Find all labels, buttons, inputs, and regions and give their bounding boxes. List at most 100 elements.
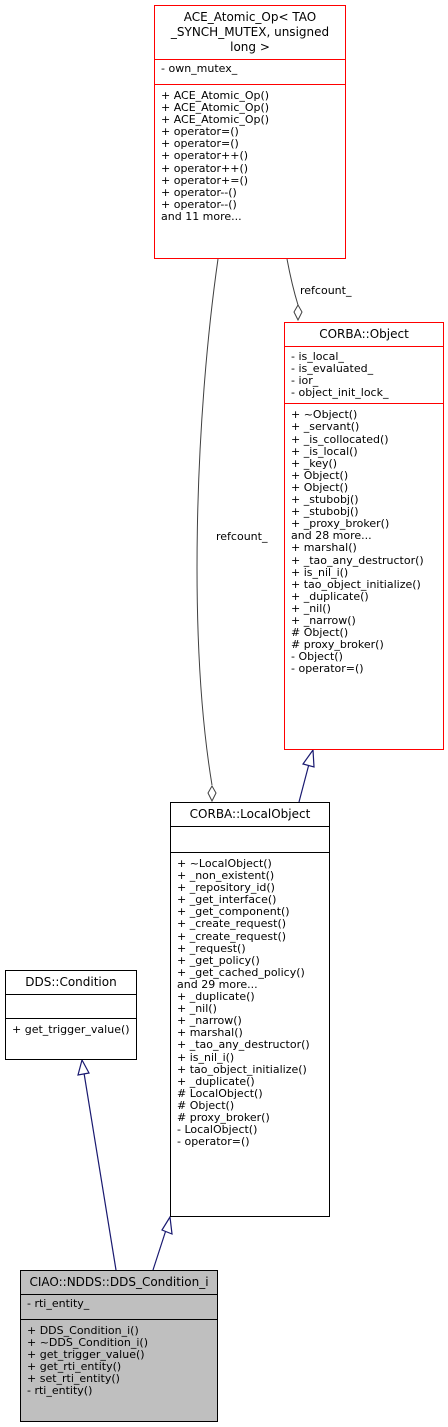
method: - operator=() bbox=[177, 1135, 250, 1149]
method: + _duplicate() bbox=[177, 1074, 255, 1088]
attributes-section: - is_local_ - is_evaluated_ - ior_ - obj… bbox=[285, 347, 443, 405]
method: + operator--() bbox=[161, 197, 237, 211]
method: + _duplicate() bbox=[177, 990, 255, 1004]
method: + ~LocalObject() bbox=[177, 857, 272, 870]
class-title: CORBA::Object bbox=[285, 323, 443, 347]
method: + ~DDS_Condition_i() bbox=[27, 1336, 148, 1350]
method-more: and 28 more... bbox=[291, 529, 372, 543]
class-title: CORBA::LocalObject bbox=[171, 803, 329, 827]
method: + get_trigger_value() bbox=[27, 1348, 145, 1362]
aggregation-edge-atomic-to-object bbox=[286, 258, 299, 306]
attribute: - ior_ bbox=[291, 374, 319, 388]
class-ace-atomic-op[interactable]: ACE_Atomic_Op< TAO _SYNCH_MUTEX, unsigne… bbox=[154, 5, 346, 259]
methods-section: + ACE_Atomic_Op() + ACE_Atomic_Op() + AC… bbox=[155, 85, 345, 226]
aggregation-edge-atomic-to-localobject bbox=[196, 258, 219, 786]
method: + _nil() bbox=[177, 1002, 217, 1016]
class-title-line: DDS::Condition bbox=[25, 975, 117, 989]
method: - Object() bbox=[291, 650, 343, 664]
class-title: CIAO::NDDS::DDS_Condition_i bbox=[21, 1271, 217, 1295]
method: + _get_interface() bbox=[177, 893, 277, 907]
class-title-line: long > bbox=[230, 40, 270, 54]
attribute: - object_init_lock_ bbox=[291, 386, 389, 400]
aggregation-diamond-localobject bbox=[207, 784, 217, 803]
method: + _create_request() bbox=[177, 929, 287, 943]
attributes-section bbox=[171, 827, 329, 853]
method: + _tao_any_destructor() bbox=[177, 1038, 310, 1052]
method: + _duplicate() bbox=[291, 589, 369, 603]
method: + ACE_Atomic_Op() bbox=[161, 89, 270, 102]
inheritance-edge-ciao-to-localobject bbox=[152, 1229, 167, 1271]
edge-label-refcount-localobject: refcount_ bbox=[216, 530, 268, 543]
method: + Object() bbox=[291, 468, 349, 482]
class-corba-object[interactable]: CORBA::Object - is_local_ - is_evaluated… bbox=[284, 322, 444, 750]
method: + operator++() bbox=[161, 149, 249, 163]
class-title: ACE_Atomic_Op< TAO _SYNCH_MUTEX, unsigne… bbox=[155, 6, 345, 60]
class-corba-local-object[interactable]: CORBA::LocalObject + ~LocalObject() + _n… bbox=[170, 802, 330, 1217]
attributes-section: - rti_entity_ bbox=[21, 1295, 217, 1320]
inheritance-edge-localobject-to-object bbox=[298, 763, 310, 803]
method: + _narrow() bbox=[177, 1014, 242, 1028]
method: # proxy_broker() bbox=[177, 1110, 270, 1124]
method: # Object() bbox=[177, 1098, 235, 1112]
method: + _non_existent() bbox=[177, 869, 275, 883]
method: + operator--() bbox=[161, 185, 237, 199]
inheritance-arrow-object bbox=[302, 748, 315, 768]
method: + set_rti_entity() bbox=[27, 1372, 120, 1386]
method: + get_rti_entity() bbox=[27, 1360, 122, 1374]
method: + is_nil_i() bbox=[291, 565, 349, 579]
method: + _stubobj() bbox=[291, 505, 359, 519]
class-title-line: CORBA::Object bbox=[319, 327, 409, 341]
method: + _nil() bbox=[291, 601, 331, 615]
method: + ~Object() bbox=[291, 408, 358, 422]
method: + _proxy_broker() bbox=[291, 517, 390, 531]
method: + _stubobj() bbox=[291, 493, 359, 507]
method: + _is_local() bbox=[291, 444, 358, 458]
attribute: - rti_entity_ bbox=[27, 1297, 90, 1310]
class-title-line: CORBA::LocalObject bbox=[189, 807, 311, 821]
attribute: - is_evaluated_ bbox=[291, 362, 374, 376]
method: + _tao_any_destructor() bbox=[291, 553, 424, 567]
methods-section: + ~Object() + _servant() + _is_collocate… bbox=[285, 404, 443, 678]
attributes-section bbox=[6, 995, 136, 1019]
method: + ACE_Atomic_Op() bbox=[161, 101, 270, 115]
method: + _repository_id() bbox=[177, 881, 275, 895]
method: + _get_cached_policy() bbox=[177, 965, 305, 979]
method: + _servant() bbox=[291, 420, 360, 434]
method: # Object() bbox=[291, 626, 349, 640]
method-more: and 11 more... bbox=[161, 209, 242, 223]
method: # proxy_broker() bbox=[291, 638, 384, 652]
methods-section: + get_trigger_value() bbox=[6, 1019, 136, 1039]
method: + marshal() bbox=[291, 541, 357, 555]
method: + _get_component() bbox=[177, 905, 290, 919]
class-title-line: ACE_Atomic_Op< TAO bbox=[183, 10, 317, 24]
methods-section: + ~LocalObject() + _non_existent() + _re… bbox=[171, 853, 329, 1151]
attributes-section: - own_mutex_ bbox=[155, 60, 345, 85]
class-title: DDS::Condition bbox=[6, 971, 136, 995]
method: + DDS_Condition_i() bbox=[27, 1324, 139, 1337]
class-title-line: _SYNCH_MUTEX, unsigned bbox=[170, 25, 330, 39]
method: + tao_object_initialize() bbox=[177, 1062, 307, 1076]
inheritance-edge-ciao-to-condition bbox=[83, 1072, 117, 1271]
class-ciao-dds-condition-i[interactable]: CIAO::NDDS::DDS_Condition_i - rti_entity… bbox=[20, 1270, 218, 1422]
method: + _is_collocated() bbox=[291, 432, 389, 446]
method: + operator++() bbox=[161, 161, 249, 175]
method: + operator=() bbox=[161, 125, 239, 139]
inheritance-arrow-localobject bbox=[161, 1215, 173, 1235]
methods-section: + DDS_Condition_i() + ~DDS_Condition_i()… bbox=[21, 1320, 217, 1401]
method: + ACE_Atomic_Op() bbox=[161, 113, 270, 127]
method: + _narrow() bbox=[291, 613, 356, 627]
method: + _request() bbox=[177, 941, 246, 955]
attribute: - is_local_ bbox=[291, 350, 344, 363]
method: - rti_entity() bbox=[27, 1384, 93, 1398]
method: + _create_request() bbox=[177, 917, 287, 931]
class-title-line: CIAO::NDDS::DDS_Condition_i bbox=[29, 1275, 209, 1289]
edge-label-refcount-object: refcount_ bbox=[300, 284, 352, 297]
inheritance-arrow-condition bbox=[77, 1058, 90, 1076]
class-dds-condition[interactable]: DDS::Condition + get_trigger_value() bbox=[5, 970, 137, 1060]
attribute: - own_mutex_ bbox=[161, 62, 238, 75]
method: + get_trigger_value() bbox=[12, 1023, 130, 1036]
method: + tao_object_initialize() bbox=[291, 577, 421, 591]
method: + operator=() bbox=[161, 137, 239, 151]
method: + is_nil_i() bbox=[177, 1050, 235, 1064]
